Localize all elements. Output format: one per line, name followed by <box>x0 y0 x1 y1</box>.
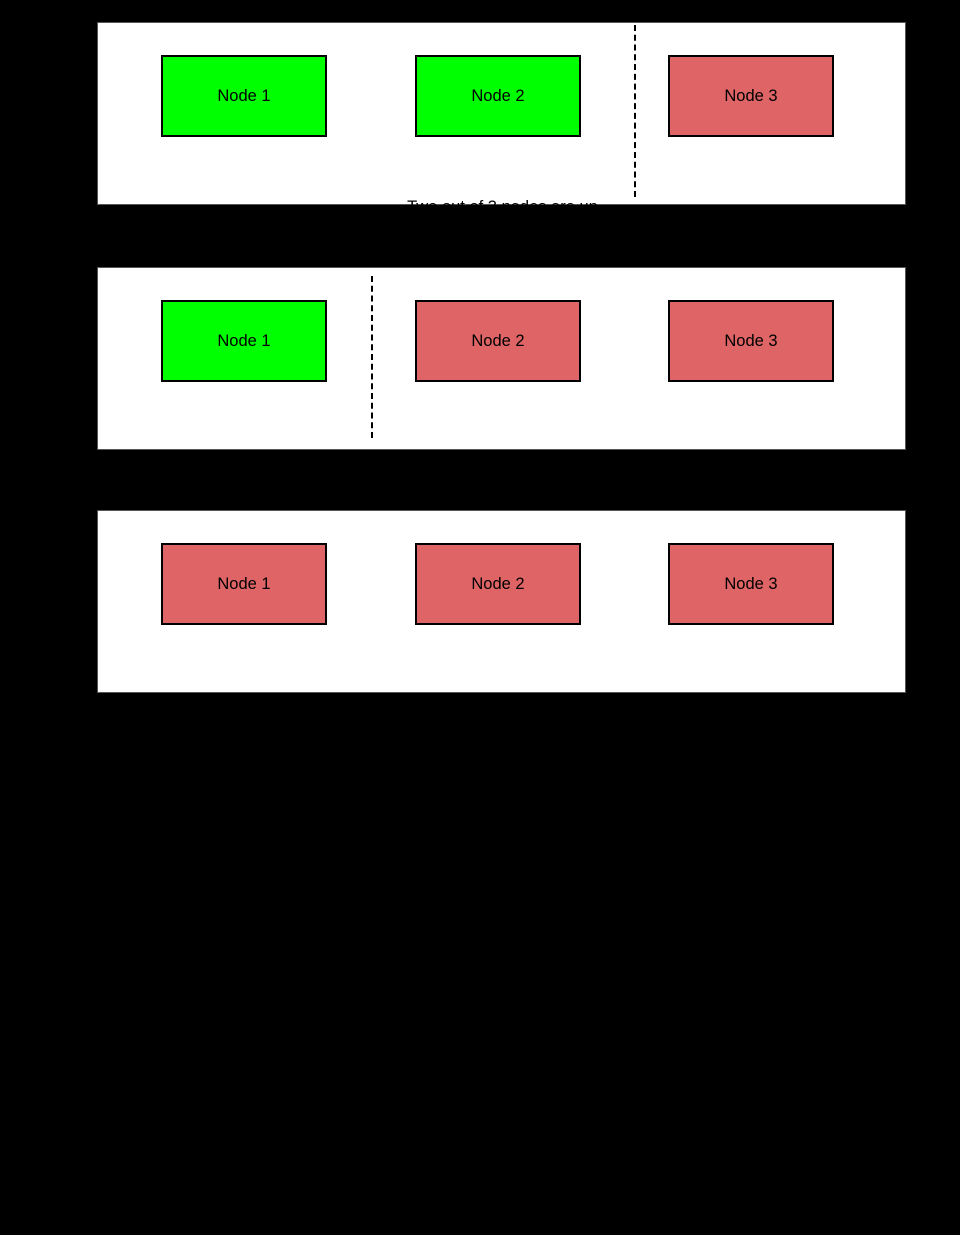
node-box-2: Node 2 <box>415 300 581 382</box>
scenario-panel-majority-wins: Node 1 Node 2 Node 3 Two out of 3 nodes … <box>97 22 906 262</box>
node-box-3: Node 3 <box>668 543 834 625</box>
node-box-label: Node 3 <box>724 86 778 105</box>
scenario-panel-all-nodes-down: Node 1 Node 2 Node 3 All Nodes are down … <box>97 510 906 1232</box>
caption-line-1: All Nodes are down <box>430 1168 575 1186</box>
diagram-canvas: Node 1 Node 2 Node 3 Two out of 3 nodes … <box>97 22 906 1232</box>
node-box-3: Node 3 <box>668 300 834 382</box>
node-box-label: Node 2 <box>471 574 525 593</box>
quorum-divider-line <box>634 25 636 197</box>
scenario-caption: Two out of 3 nodes are up , Majority Win… <box>98 173 907 265</box>
node-box-2: Node 2 <box>415 543 581 625</box>
node-box-label: Node 1 <box>217 574 271 593</box>
node-box-label: Node 2 <box>471 86 525 105</box>
caption-line-2: Majority Fails & Cluster Stops <box>394 735 611 753</box>
node-box-label: Node 3 <box>724 331 778 350</box>
node-box-label: Node 1 <box>217 331 271 350</box>
caption-line-2: , Majority Wins & Cluster Runs <box>390 244 615 262</box>
node-box-1: Node 1 <box>161 300 327 382</box>
quorum-divider-line <box>371 276 373 438</box>
node-box-1: Node 1 <box>161 543 327 625</box>
caption-line-2: Majority Fails & Cluster Stops <box>394 1214 611 1232</box>
scenario-panel-majority-fails-two-down: Node 1 Node 2 Node 3 Two out of 3 nodes … <box>97 267 906 753</box>
caption-line-1: Two out of 3 nodes are down <box>396 689 609 707</box>
scenario-caption: All Nodes are down Majority Fails & Clus… <box>98 1143 907 1235</box>
node-box-label: Node 3 <box>724 574 778 593</box>
node-box-2: Node 2 <box>415 55 581 137</box>
node-box-1: Node 1 <box>161 55 327 137</box>
caption-line-1: Two out of 3 nodes are up <box>407 198 598 216</box>
node-box-label: Node 1 <box>217 86 271 105</box>
node-box-label: Node 2 <box>471 331 525 350</box>
node-box-3: Node 3 <box>668 55 834 137</box>
